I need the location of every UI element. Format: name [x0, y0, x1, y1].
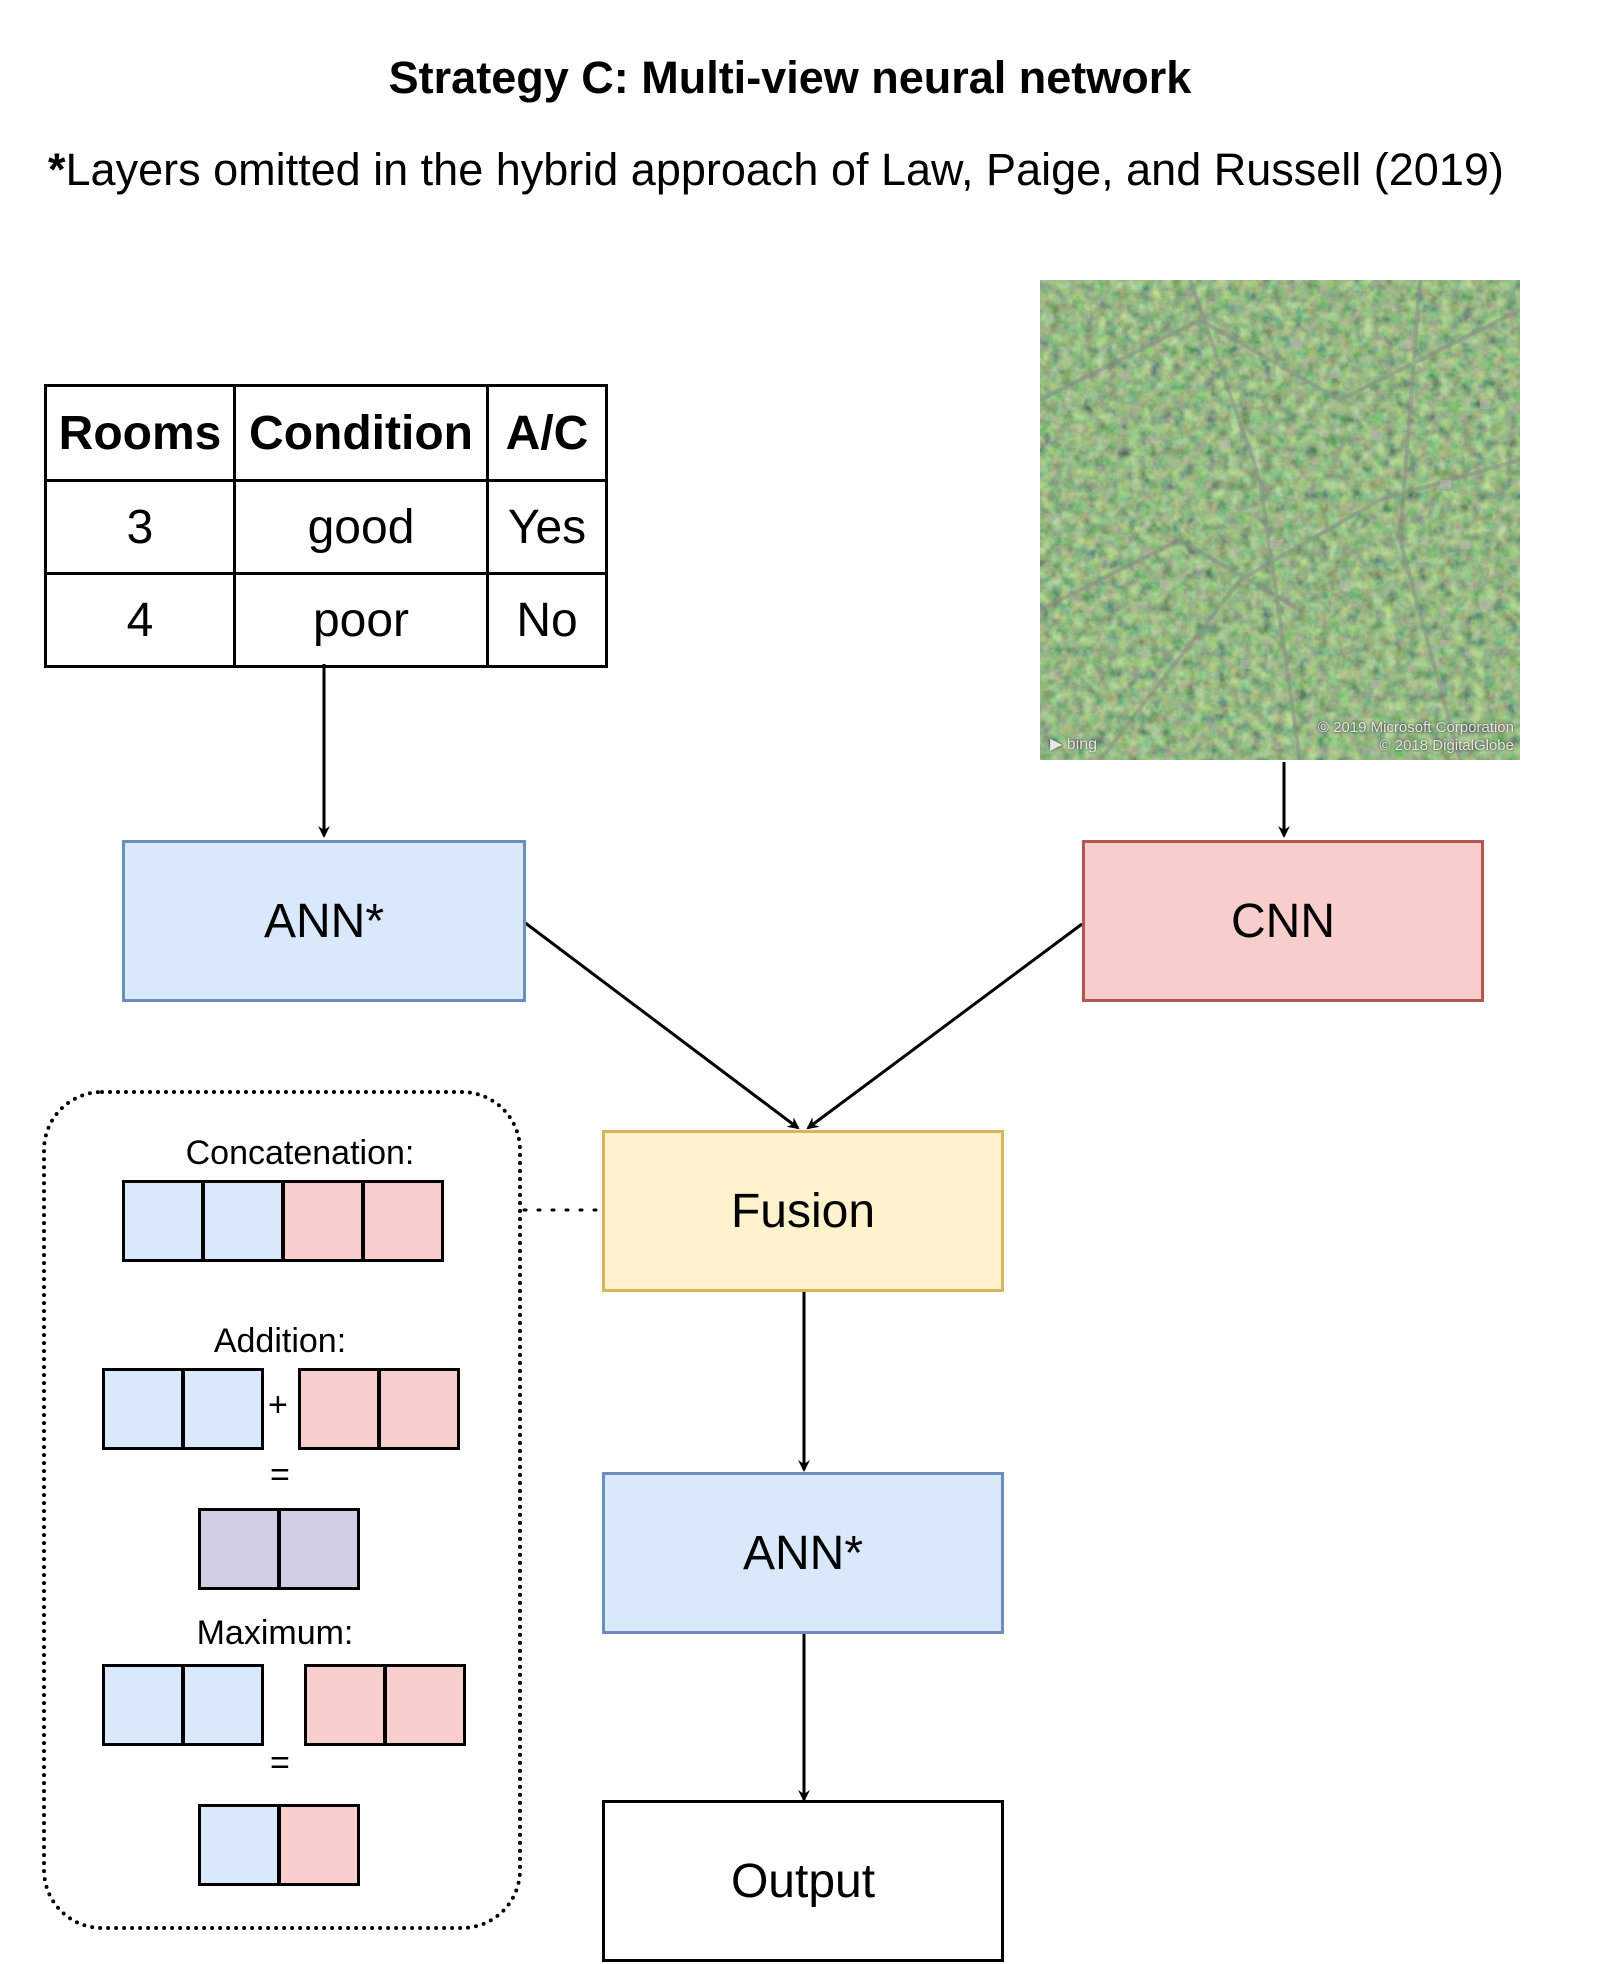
image-credit-microsoft: © 2019 Microsoft Corporation	[1317, 719, 1514, 736]
output-node: Output	[602, 1800, 1004, 1962]
blue-vector-cell	[122, 1180, 204, 1262]
blue-vector-cell	[182, 1664, 264, 1746]
concatenation-label: Concatenation:	[185, 1134, 415, 1172]
red-vector-cell	[278, 1804, 360, 1886]
satellite-image: © 2019 Microsoft Corporation © 2018 Digi…	[1040, 280, 1520, 760]
maximum-label: Maximum:	[196, 1614, 354, 1652]
bing-label: bing	[1066, 736, 1097, 753]
bing-logo: ▶ bing	[1050, 736, 1097, 753]
table-cell: poor	[233, 572, 489, 668]
table-cell: 4	[44, 572, 236, 668]
tabular-data-table: Rooms Condition A/C 3 good Yes 4 poor No	[44, 384, 608, 668]
image-credit-digitalglobe: © 2018 DigitalGlobe	[1379, 737, 1514, 754]
fusion-node: Fusion	[602, 1130, 1004, 1292]
header-condition: Condition	[233, 384, 489, 482]
addition-label: Addition:	[213, 1322, 347, 1360]
purple-vector-cell	[198, 1508, 280, 1590]
red-vector-cell	[384, 1664, 466, 1746]
table-cell: No	[486, 572, 608, 668]
cnn-node: CNN	[1082, 840, 1484, 1002]
red-vector-cell	[304, 1664, 386, 1746]
blue-vector-cell	[182, 1368, 264, 1450]
blue-vector-cell	[198, 1804, 280, 1886]
blue-vector-cell	[102, 1368, 184, 1450]
equals-sign: =	[270, 1744, 290, 1782]
footnote-text: Layers omitted in the hybrid approach of…	[65, 144, 1504, 195]
plus-sign: +	[268, 1386, 288, 1424]
purple-vector-cell	[278, 1508, 360, 1590]
footnote: *Layers omitted in the hybrid approach o…	[48, 142, 1528, 198]
arrow-ann-to-fusion	[523, 920, 800, 1130]
equals-sign: =	[270, 1456, 290, 1494]
blue-vector-cell	[202, 1180, 284, 1262]
red-vector-cell	[362, 1180, 444, 1262]
table-cell: 3	[44, 479, 236, 575]
fusion-methods-panel	[42, 1090, 522, 1930]
table-row: 4 poor No	[44, 572, 608, 668]
ann-node-joint: ANN*	[602, 1472, 1004, 1634]
table-row: 3 good Yes	[44, 479, 608, 575]
table-cell: good	[233, 479, 489, 575]
ann-node-tabular: ANN*	[122, 840, 526, 1002]
satellite-texture	[1040, 280, 1520, 760]
footnote-star: *	[48, 144, 66, 195]
red-vector-cell	[298, 1368, 380, 1450]
table-cell: Yes	[486, 479, 608, 575]
header-rooms: Rooms	[44, 384, 236, 482]
table-header-row: Rooms Condition A/C	[44, 384, 608, 482]
arrow-cnn-to-fusion	[806, 922, 1083, 1130]
red-vector-cell	[378, 1368, 460, 1450]
header-ac: A/C	[486, 384, 608, 482]
diagram-title: Strategy C: Multi-view neural network	[388, 52, 1192, 103]
blue-vector-cell	[102, 1664, 184, 1746]
red-vector-cell	[282, 1180, 364, 1262]
